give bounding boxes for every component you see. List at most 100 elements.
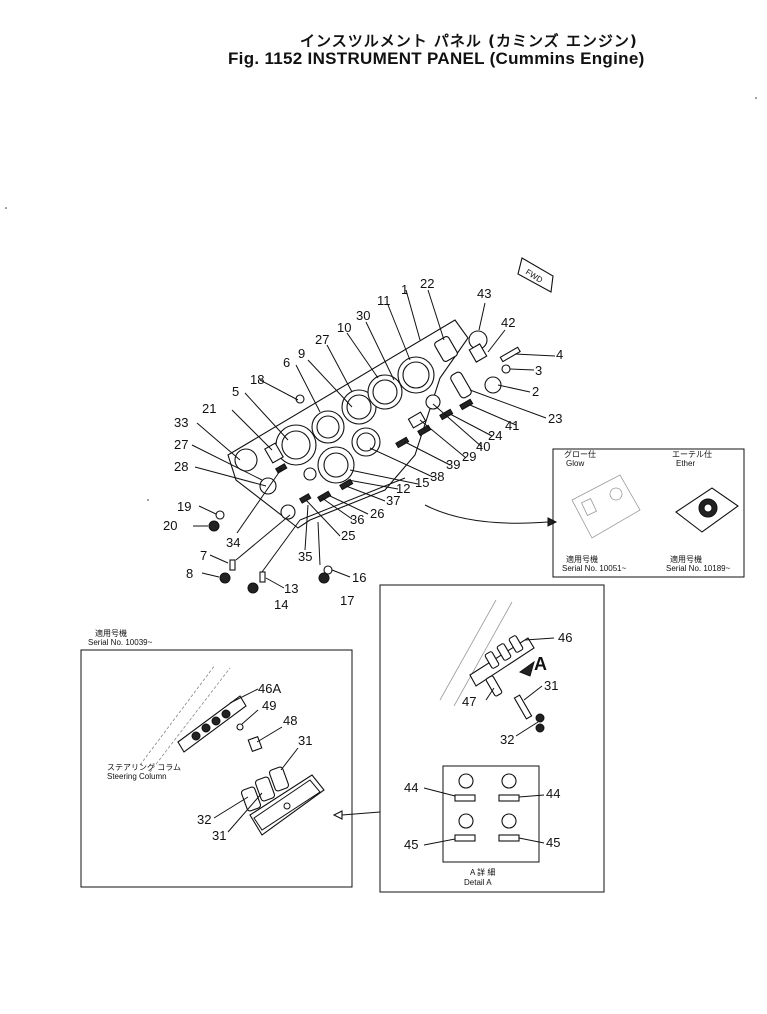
switch-bank-right: [469, 635, 545, 733]
part-label: 7: [200, 548, 207, 563]
part-label: 16: [352, 570, 366, 585]
part-label: 13: [284, 581, 298, 596]
switch-bank: [177, 695, 263, 753]
main-exploded-view: FWD: [163, 257, 563, 612]
part-label: 20: [163, 518, 177, 533]
left-inset-leaders: [213, 688, 299, 833]
part-label: 38: [430, 469, 444, 484]
part-label: 48: [283, 713, 297, 728]
callout-arrow: [424, 504, 549, 524]
part-label: 31: [298, 733, 312, 748]
part-label: 35: [298, 549, 312, 564]
cover-plate: [249, 774, 325, 836]
part-label: 29: [462, 449, 476, 464]
part-label: 22: [420, 276, 434, 291]
steering-column-inset: 適用号機 Serial No. 10039~: [80, 628, 353, 888]
serial-left: Serial No. 10051~: [562, 564, 627, 573]
part-label: 44: [546, 786, 560, 801]
part-label: 6: [283, 355, 290, 370]
inset-arrow: [341, 811, 381, 816]
glow-ether-inset: グロー仕 Glow エーテル仕 Ether 適用号機 Serial No. 10…: [552, 448, 745, 578]
part-label: 19: [177, 499, 191, 514]
part-label: 46A: [258, 681, 281, 696]
gauge-large-left: [275, 424, 317, 466]
steering-column-sketch: [139, 664, 231, 773]
part-label: 15: [415, 475, 429, 490]
panel-hardware: [208, 510, 333, 594]
part-label: 2: [532, 384, 539, 399]
title-japanese: インスツルメント パネル (カミンズ エンジン): [300, 32, 638, 50]
part-label: 40: [476, 439, 490, 454]
ether-panel-sketch: [675, 487, 739, 533]
leader-lines: [191, 289, 556, 589]
part-label: 36: [350, 512, 364, 527]
serial-jp: 適用号機: [95, 628, 127, 638]
column-sketch-right: [439, 599, 513, 707]
part-label: 39: [446, 457, 460, 472]
part-label: 30: [356, 308, 370, 323]
glow-label: Glow: [566, 459, 584, 468]
serial-right: Serial No. 10189~: [666, 564, 731, 573]
gauge-row-1: [311, 356, 435, 444]
panel-plate: [227, 319, 469, 529]
part-label: 17: [340, 593, 354, 608]
ether-label-jp: エーテル仕: [672, 449, 712, 459]
detail-a-panel: [442, 765, 540, 863]
detail-a-inset: 46 A 31 47 32 44 44 45 45 A 詳 細 Detail A: [379, 584, 605, 893]
part-label: 33: [174, 415, 188, 430]
part-label: 1: [401, 282, 408, 297]
part-label: 25: [341, 528, 355, 543]
gauge-row-2: [234, 427, 381, 520]
part-label: 10: [337, 320, 351, 335]
part-label: 32: [500, 732, 514, 747]
part-label: 46: [558, 630, 572, 645]
part-label: 14: [274, 597, 288, 612]
title-english: Fig. 1152 INSTRUMENT PANEL (Cummins Engi…: [228, 49, 645, 68]
part-label: 3: [535, 363, 542, 378]
part-label: 28: [174, 459, 188, 474]
glow-panel-sketch: [571, 474, 641, 539]
part-label: 8: [186, 566, 193, 581]
part-label: 18: [250, 372, 264, 387]
serial-jp-left: 適用号機: [566, 554, 598, 564]
part-label: 31: [212, 828, 226, 843]
fwd-arrow-icon: FWD: [517, 257, 554, 293]
right-inset-leaders: [485, 637, 555, 737]
steering-label: Steering Column: [107, 772, 167, 781]
part-label: 12: [396, 481, 410, 496]
part-label: 45: [404, 837, 418, 852]
detail-label-jp: A 詳 細: [470, 867, 495, 877]
ether-label: Ether: [676, 459, 695, 468]
part-label: 45: [546, 835, 560, 850]
part-label: 23: [548, 411, 562, 426]
part-label: 21: [202, 401, 216, 416]
part-label: 32: [197, 812, 211, 827]
part-label: 26: [370, 506, 384, 521]
serial-jp-right: 適用号機: [670, 554, 702, 564]
part-label: 42: [501, 315, 515, 330]
part-label: 31: [544, 678, 558, 693]
detail-a-leaders: [423, 787, 545, 846]
steering-label-jp: ステアリング コラム: [107, 762, 181, 772]
part-label: 9: [298, 346, 305, 361]
part-label: 47: [462, 694, 476, 709]
detail-label: Detail A: [464, 878, 492, 887]
part-label: 44: [404, 780, 418, 795]
part-label: 37: [386, 493, 400, 508]
part-label: 34: [226, 535, 240, 550]
part-label: 43: [477, 286, 491, 301]
part-label: 24: [488, 428, 502, 443]
part-label: 49: [262, 698, 276, 713]
part-label: 27: [315, 332, 329, 347]
part-label: 4: [556, 347, 563, 362]
part-label: 41: [505, 418, 519, 433]
part-label: A: [534, 654, 547, 674]
glow-label-jp: グロー仕: [564, 449, 596, 459]
part-label: 11: [377, 293, 391, 308]
serial-label: Serial No. 10039~: [88, 638, 153, 647]
part-label: 5: [232, 384, 239, 399]
part-label: 27: [174, 437, 188, 452]
switch-cluster: [264, 330, 521, 504]
part-labels: 1 22 43 11 42 30 4 10 27 3 6 9 2 18 5 23…: [163, 276, 563, 612]
